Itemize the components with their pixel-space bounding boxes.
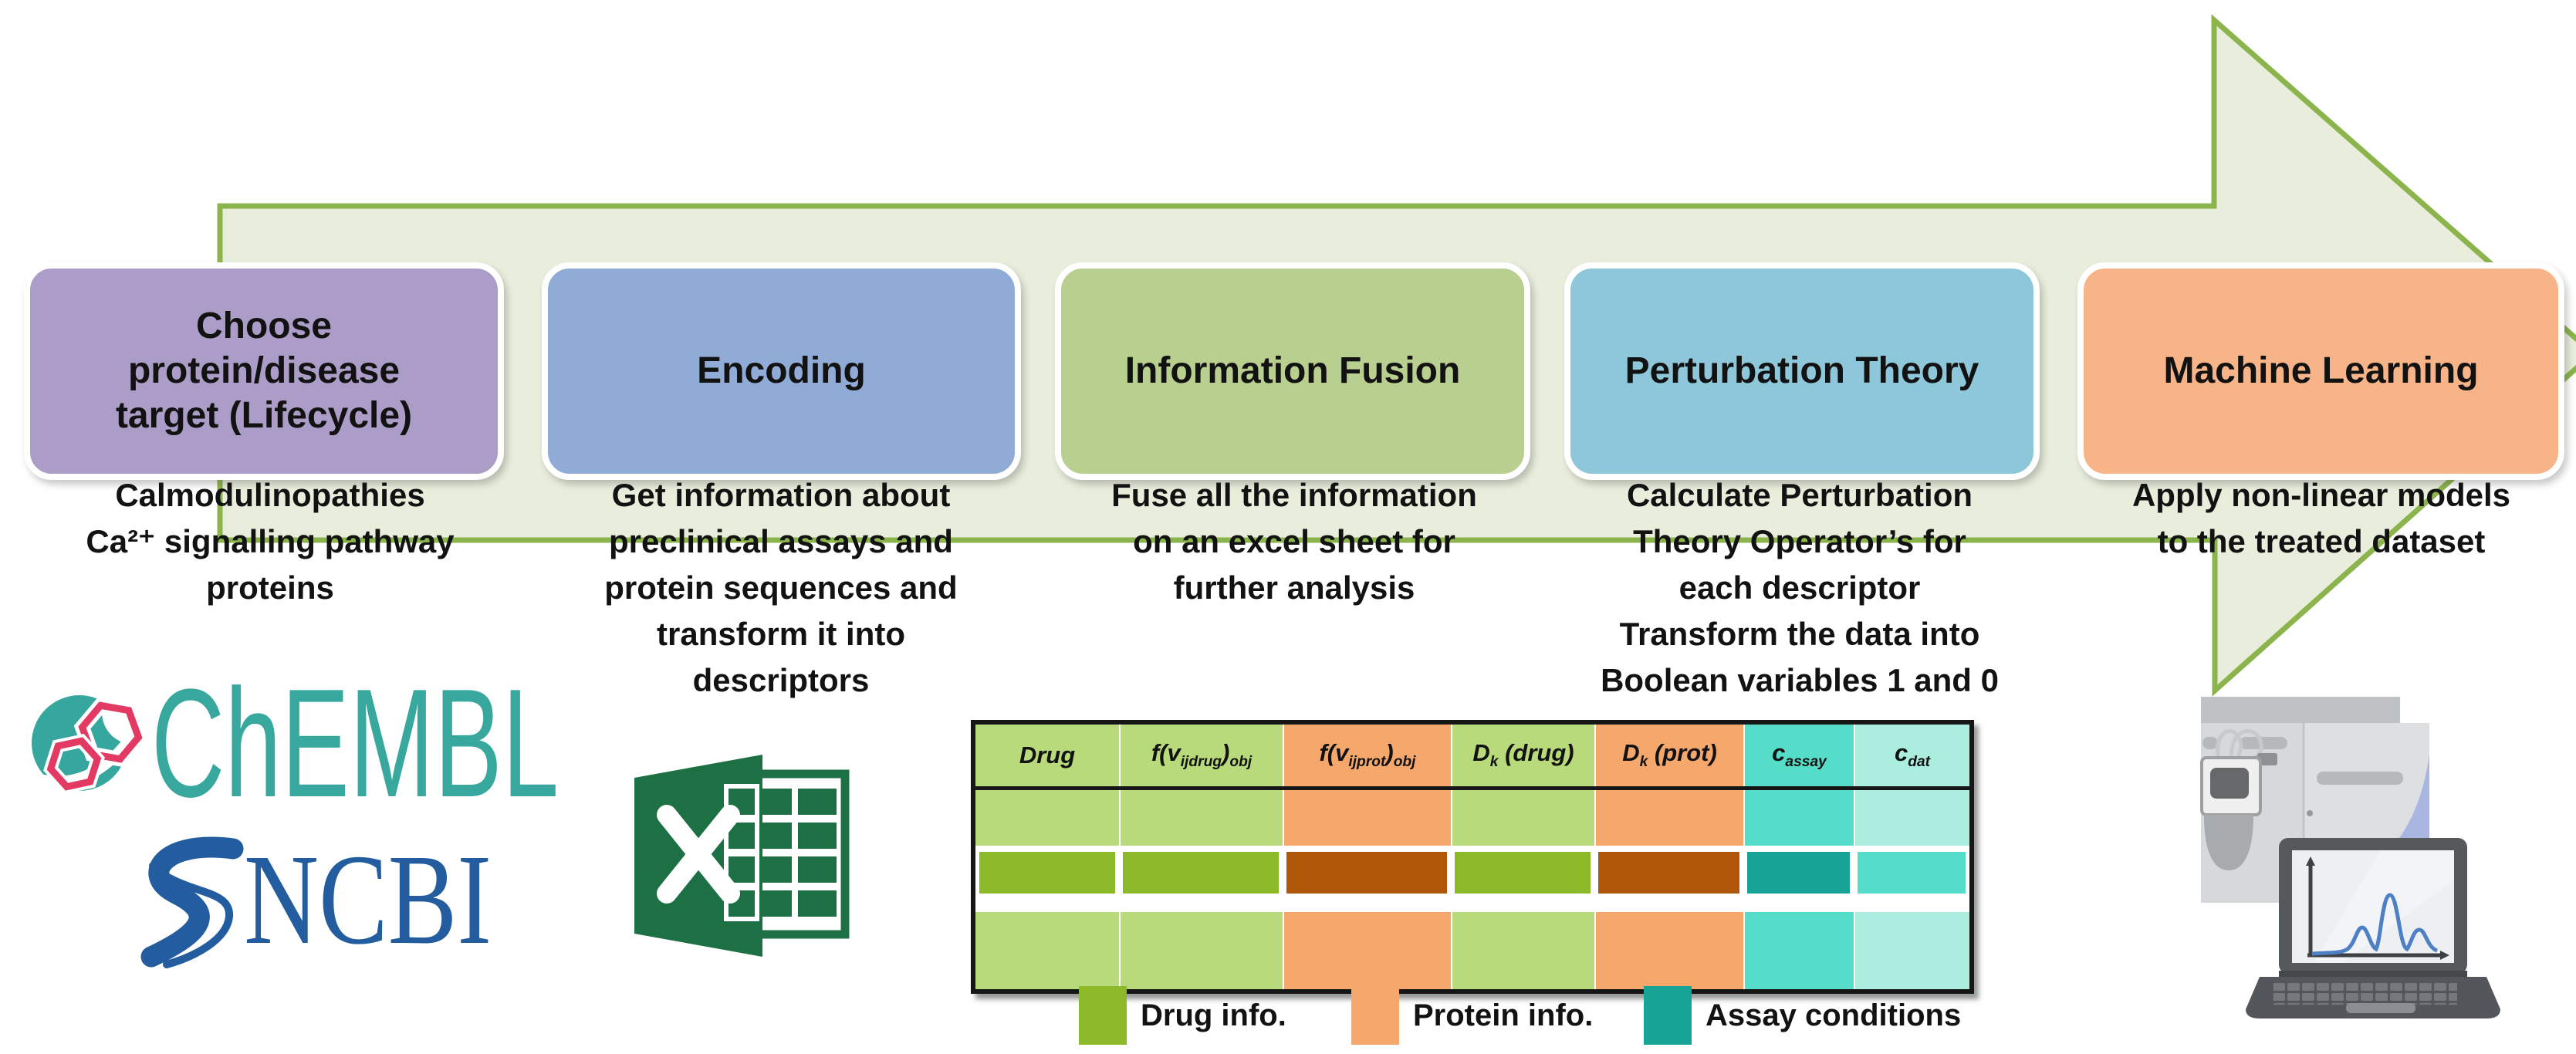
table-cell xyxy=(975,790,1119,846)
stage-desc-machine-learning: Apply non-linear models to the treated d… xyxy=(2131,477,2511,559)
drug-color-swatch xyxy=(1079,986,1127,1045)
stage-desc-choose-target: Calmodulinopathies Ca²⁺ signalling pathw… xyxy=(86,477,455,606)
legend-label: Protein info. xyxy=(1413,998,1594,1032)
assay-color-swatch xyxy=(1644,986,1692,1045)
table-cell xyxy=(975,912,1119,989)
chromatogram xyxy=(2306,856,2449,960)
table-cell xyxy=(1743,790,1854,846)
ncbi-wordmark: NCBI xyxy=(244,827,492,971)
table-highlight-cell xyxy=(1283,852,1451,894)
stage-desc-encoding: Get information about preclinical assays… xyxy=(604,477,958,698)
table-cell xyxy=(1451,790,1594,846)
table-header-cell: cassay xyxy=(1743,725,1854,786)
table-header-cell: f(vijdrug)obj xyxy=(1119,725,1283,786)
chembl-ring-hexagons-icon xyxy=(27,680,167,794)
dna-helix-icon xyxy=(140,836,244,968)
stage-desc-information-fusion: Fuse all the information on an excel she… xyxy=(1111,477,1477,606)
table-row-highlight xyxy=(975,846,1969,912)
table-highlight-cell xyxy=(1119,852,1283,894)
chembl-logo: ChEMBL xyxy=(27,657,559,829)
table-header-cell: Dk (prot) xyxy=(1594,725,1743,786)
stage-box-choose-target: Choose protein/disease target (Lifecycle… xyxy=(24,262,504,480)
stage-desc-perturbation-theory: Calculate Perturbation Theory Operator’s… xyxy=(1601,477,1999,698)
table-header-cell: cdat xyxy=(1854,725,1969,786)
table-row-bottom xyxy=(975,912,1969,989)
touchpad xyxy=(2346,1003,2415,1013)
table-cell xyxy=(1451,912,1594,989)
legend-label: Drug info. xyxy=(1141,998,1286,1032)
legend-item-assay: Assay conditions xyxy=(1644,986,1961,1045)
table-cell xyxy=(1594,790,1743,846)
ncbi-logo: NCBI xyxy=(140,827,492,971)
table-highlight-cell xyxy=(1743,852,1854,894)
table-cell xyxy=(1283,790,1451,846)
table-highlight-cell xyxy=(1594,852,1743,894)
excel-spreadsheet-icon xyxy=(634,755,850,957)
table-row-top xyxy=(975,790,1969,846)
legend-label: Assay conditions xyxy=(1706,998,1962,1032)
stage-box-perturbation-theory: Perturbation Theory xyxy=(1564,262,2040,480)
table-header-cell: Dk (drug) xyxy=(1451,725,1594,786)
table-highlight-cell xyxy=(1451,852,1594,894)
table-cell xyxy=(1119,912,1283,989)
table-highlight-cell xyxy=(1854,852,1969,894)
stage-box-machine-learning: Machine Learning xyxy=(2077,262,2564,480)
table-cell xyxy=(1119,790,1283,846)
legend-item-protein: Protein info. xyxy=(1351,986,1593,1045)
table-cell xyxy=(1594,912,1743,989)
table-header-cell: f(vijprot)obj xyxy=(1283,725,1451,786)
protein-color-swatch xyxy=(1351,986,1399,1045)
table-header-cell: Drug xyxy=(975,725,1119,786)
table-cell xyxy=(1854,912,1969,989)
table-highlight-cell xyxy=(975,852,1119,894)
table-cell xyxy=(1743,912,1854,989)
laptop-chromatogram-icon xyxy=(2246,838,2500,1019)
stage-box-information-fusion: Information Fusion xyxy=(1055,262,1530,480)
table-cell xyxy=(1283,912,1451,989)
stage-box-encoding: Encoding xyxy=(542,262,1021,480)
table-cell xyxy=(1854,790,1969,846)
legend-item-drug: Drug info. xyxy=(1079,986,1286,1045)
chembl-wordmark: ChEMBL xyxy=(151,657,559,829)
